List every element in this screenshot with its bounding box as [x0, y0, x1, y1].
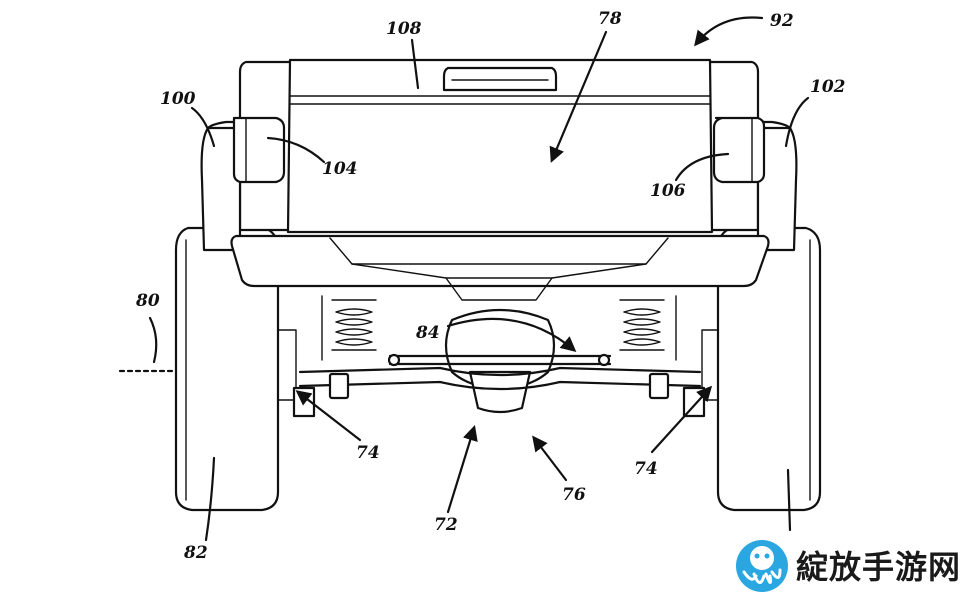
watermark-text: 綻放手游网 — [796, 548, 961, 586]
ref-106: 106 — [650, 181, 686, 201]
leader-lines — [118, 16, 810, 542]
ref-78: 78 — [598, 9, 622, 29]
ref-100: 100 — [160, 89, 196, 109]
reference-numerals: 108 78 92 100 102 104 106 80 84 74 74 76… — [135, 9, 846, 563]
site-watermark: 綻放手游网 — [736, 540, 961, 592]
ref-102: 102 — [810, 77, 846, 97]
ref-76: 76 — [562, 485, 586, 505]
left-tail-light — [232, 116, 286, 184]
ref-80: 80 — [135, 291, 160, 311]
left-coil-spring — [321, 295, 377, 361]
ref-72: 72 — [434, 515, 458, 535]
right-tail-light — [712, 116, 766, 184]
ref-84: 84 — [415, 323, 440, 343]
rear-bumper — [230, 234, 770, 301]
ref-74-right: 74 — [634, 459, 658, 479]
ref-82: 82 — [183, 543, 208, 563]
rear-axle-assembly — [277, 308, 719, 418]
ref-92: 92 — [770, 11, 794, 31]
tailgate — [286, 58, 714, 234]
ref-108: 108 — [386, 19, 422, 39]
ref-104: 104 — [322, 159, 358, 179]
ref-74-left: 74 — [356, 443, 380, 463]
right-coil-spring — [619, 295, 677, 361]
